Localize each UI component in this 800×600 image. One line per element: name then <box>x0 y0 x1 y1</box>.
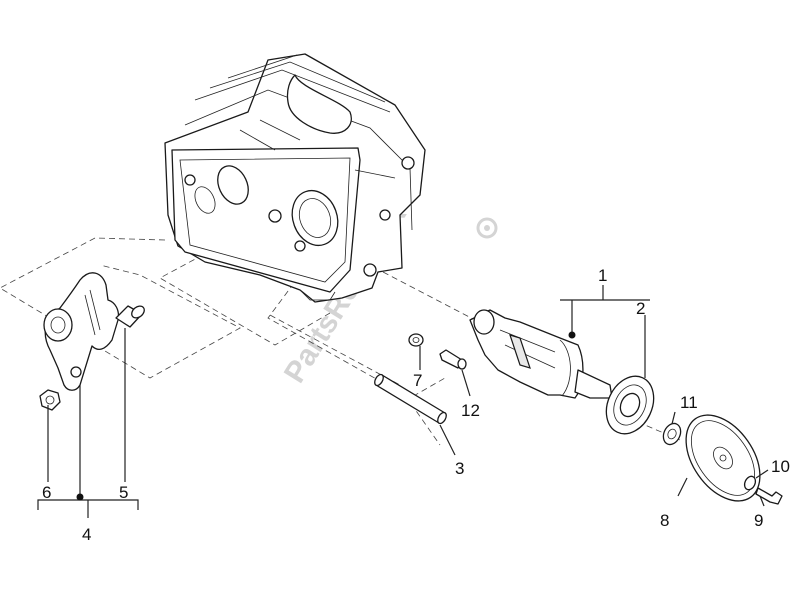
rocker-arm <box>43 272 120 391</box>
callout-2: 2 <box>636 299 645 318</box>
callout-dot-1 <box>568 331 576 339</box>
callout-10: 10 <box>771 457 790 476</box>
screw <box>439 349 467 370</box>
callout-1: 1 <box>598 266 607 285</box>
callout-7: 7 <box>413 371 422 390</box>
cylinder-head <box>164 53 426 303</box>
callout-12: 12 <box>461 401 480 420</box>
callout-dot-4 <box>76 493 84 501</box>
callout-8: 8 <box>660 511 669 530</box>
callout-numbers: 1 2 3 4 5 6 7 8 9 10 11 12 <box>42 266 790 544</box>
lock-nut <box>39 389 61 411</box>
washer <box>743 475 757 491</box>
callout-6: 6 <box>42 483 51 502</box>
camshaft <box>469 309 613 399</box>
leader-lines <box>37 285 769 518</box>
small-washer <box>408 333 424 347</box>
callout-4: 4 <box>82 525 91 544</box>
camshaft-sprocket <box>685 414 761 502</box>
callout-9: 9 <box>754 511 763 530</box>
rocker-pin <box>374 373 447 425</box>
callout-3: 3 <box>455 459 464 478</box>
spacer <box>662 422 682 446</box>
bearing <box>605 375 655 435</box>
watermark-gear-icon <box>476 217 498 239</box>
sprocket-bolt <box>755 487 783 505</box>
callout-5: 5 <box>119 483 128 502</box>
adjusting-screw <box>115 305 145 328</box>
callout-11: 11 <box>680 393 698 412</box>
